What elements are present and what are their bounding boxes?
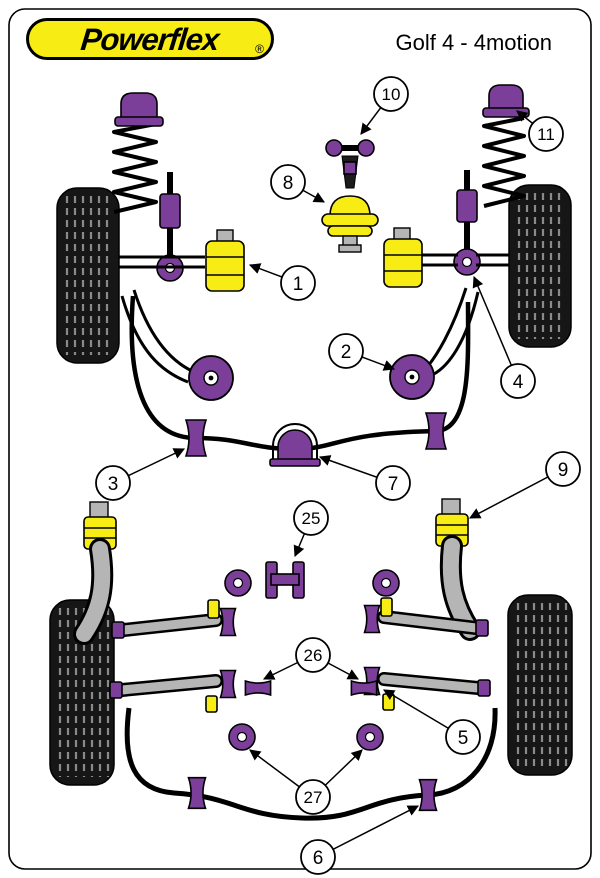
svg-text:25: 25 bbox=[302, 509, 321, 528]
rear-left-trailing-arm bbox=[73, 501, 117, 645]
svg-text:8: 8 bbox=[283, 173, 294, 194]
callout-26: 26 bbox=[262, 637, 359, 680]
callout-4: 4 bbox=[472, 275, 536, 399]
dogbone-mount-upper bbox=[325, 139, 375, 189]
callout-7: 7 bbox=[318, 455, 411, 501]
arb-bushing-left bbox=[185, 419, 207, 457]
rear-right-tire bbox=[507, 594, 573, 776]
rear-inner-bushings bbox=[228, 680, 384, 751]
svg-text:11: 11 bbox=[537, 125, 555, 144]
callout-25: 25 bbox=[293, 500, 329, 558]
front-right-arm-bushing bbox=[383, 227, 423, 288]
page-header: Powerflex ® Golf 4 - 4motion bbox=[0, 0, 600, 80]
callout-9: 9 bbox=[469, 451, 581, 519]
rear-arb-bushing-left bbox=[187, 777, 207, 809]
svg-text:2: 2 bbox=[341, 342, 352, 363]
front-axle-links bbox=[119, 253, 509, 269]
rear-arb-bushing-right bbox=[418, 779, 438, 811]
svg-text:4: 4 bbox=[513, 372, 524, 393]
front-left-wishbone bbox=[120, 289, 234, 401]
steering-rack-bushing bbox=[269, 423, 321, 467]
svg-text:7: 7 bbox=[388, 474, 399, 495]
svg-text:9: 9 bbox=[558, 460, 569, 481]
top-mount-bushing-right bbox=[488, 84, 524, 113]
front-right-tire bbox=[508, 184, 572, 348]
callout-1: 1 bbox=[248, 263, 316, 301]
front-left-spring bbox=[112, 92, 164, 214]
callout-2: 2 bbox=[328, 333, 396, 371]
logo-text: Powerflex bbox=[79, 21, 221, 57]
svg-text:5: 5 bbox=[458, 728, 469, 749]
page-border bbox=[8, 8, 592, 870]
rear-diff-mount bbox=[224, 561, 400, 599]
svg-text:10: 10 bbox=[382, 85, 401, 104]
callout-6: 6 bbox=[300, 805, 420, 875]
svg-text:26: 26 bbox=[304, 646, 323, 665]
engine-mount-yellow bbox=[321, 195, 379, 253]
front-right-strut bbox=[453, 170, 481, 276]
callout-8: 8 bbox=[270, 164, 325, 203]
callout-10: 10 bbox=[360, 76, 409, 135]
svg-text:6: 6 bbox=[313, 848, 324, 869]
front-right-wishbone bbox=[389, 287, 480, 400]
top-mount-bushing-left bbox=[120, 92, 158, 122]
front-left-strut bbox=[156, 172, 184, 282]
front-left-tire bbox=[56, 187, 120, 364]
rear-left-lateral-arms bbox=[109, 599, 237, 713]
callout-5: 5 bbox=[383, 689, 481, 755]
callout-27: 27 bbox=[249, 749, 363, 815]
front-left-arm-bushing bbox=[205, 229, 245, 292]
page-title: Golf 4 - 4motion bbox=[395, 30, 552, 55]
callout-3: 3 bbox=[95, 448, 186, 501]
powerflex-logo: Powerflex ® bbox=[26, 18, 274, 60]
rear-right-trailing-arm bbox=[435, 498, 481, 641]
callout-11: 11 bbox=[516, 110, 564, 152]
rear-anti-roll-bar bbox=[124, 707, 498, 821]
svg-text:27: 27 bbox=[304, 788, 323, 807]
svg-text:3: 3 bbox=[108, 474, 119, 495]
registered-trademark-icon: ® bbox=[255, 42, 264, 56]
arb-bushing-right bbox=[425, 412, 447, 450]
front-right-spring bbox=[482, 84, 530, 208]
svg-text:1: 1 bbox=[293, 274, 304, 295]
